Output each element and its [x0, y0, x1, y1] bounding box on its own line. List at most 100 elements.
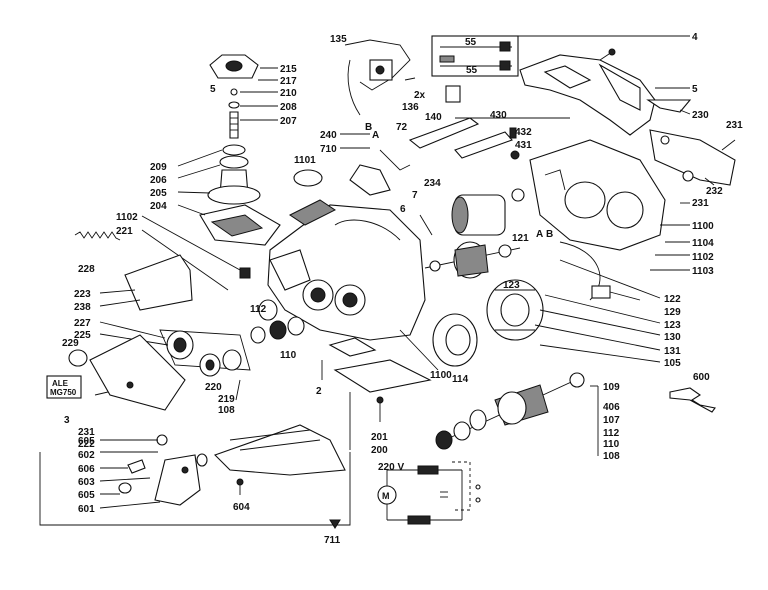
motor-symbol: M	[382, 491, 390, 501]
label-112-left: 112	[250, 304, 267, 315]
label-603: 603	[78, 477, 95, 488]
label-604: 604	[233, 502, 250, 513]
label-200: 200	[371, 445, 388, 456]
label-221: 221	[116, 226, 133, 237]
label-1100-center: 1100	[430, 370, 452, 381]
spring-228	[74, 231, 121, 241]
label-B-top: B	[365, 122, 372, 133]
label-131: 131	[664, 346, 681, 357]
label-123-right: 123	[664, 320, 681, 331]
label-108-left: 108	[218, 405, 235, 416]
label-204: 204	[150, 201, 167, 212]
label-600: 600	[693, 372, 710, 383]
label-A-mid: A	[536, 229, 543, 240]
ring-114	[432, 313, 478, 367]
label-205: 205	[150, 188, 167, 199]
label-140: 140	[425, 112, 442, 123]
label-234: 234	[424, 178, 441, 189]
knob-1101	[293, 169, 323, 187]
nameplate: ALE MG750	[46, 375, 82, 399]
label-129: 129	[664, 307, 681, 318]
nameplate-line1: ALE	[52, 379, 69, 388]
label-122: 122	[664, 294, 681, 305]
label-1100-right: 1100	[692, 221, 714, 232]
label-3: 3	[64, 415, 70, 426]
label-4: 4	[692, 32, 698, 43]
label-231-top: 231	[726, 120, 743, 131]
label-231-left: 231	[78, 427, 95, 438]
label-217: 217	[280, 76, 297, 87]
label-605-top: 605	[78, 436, 95, 447]
nameplate-line2: MG750	[50, 388, 77, 397]
label-136: 136	[402, 102, 419, 113]
label-72: 72	[396, 122, 408, 133]
handle-housing	[519, 48, 690, 136]
cover-plate-232	[649, 129, 736, 186]
label-123-left: 123	[503, 280, 520, 291]
label-114: 114	[452, 374, 469, 385]
label-107: 107	[603, 415, 620, 426]
label-1103: 1103	[692, 266, 714, 277]
label-5: 5	[692, 84, 698, 95]
label-55-top: 55	[465, 37, 477, 48]
label-238: 238	[74, 302, 91, 313]
label-605-bottom: 605	[78, 490, 95, 501]
label-215: 215	[280, 64, 297, 75]
wrench-600	[669, 387, 716, 413]
label-108-right: 108	[603, 451, 620, 462]
motor-housing	[529, 139, 690, 271]
rear-cover	[68, 334, 186, 411]
label-112-right: 112	[603, 428, 620, 439]
label-206: 206	[150, 175, 167, 186]
label-222: 222	[78, 439, 95, 450]
cable-bracket	[340, 133, 411, 196]
label-228: 228	[78, 264, 95, 275]
label-227: 227	[74, 318, 91, 329]
label-1101: 1101	[294, 155, 316, 166]
label-711: 711	[324, 535, 341, 546]
armature-upper	[424, 241, 521, 279]
label-B-mid: B	[546, 229, 553, 240]
label-2: 2	[316, 386, 322, 397]
label-223: 223	[74, 289, 91, 300]
lever-230	[646, 99, 692, 115]
label-225: 225	[74, 330, 91, 341]
label-6: 6	[400, 204, 406, 215]
label-55-bottom: 55	[466, 65, 478, 76]
label-601: 601	[78, 504, 95, 515]
bearings-left	[250, 299, 305, 344]
label-voltage: 220 V	[378, 462, 404, 473]
depth-knob-stack	[177, 54, 281, 246]
label-230: 230	[692, 110, 709, 121]
label-109: 109	[603, 382, 620, 393]
switch-wiring-inset	[431, 35, 690, 77]
label-710: 710	[320, 144, 337, 155]
planer-body	[239, 199, 439, 371]
wiring-schematic: M	[377, 461, 481, 525]
label-130: 130	[664, 332, 681, 343]
field-coil-234	[451, 188, 525, 236]
label-110-left: 110	[280, 350, 297, 361]
label-431: 431	[515, 140, 532, 151]
label-110-right: 110	[603, 439, 620, 450]
label-232: 232	[706, 186, 723, 197]
label-210: 210	[280, 88, 297, 99]
label-432: 432	[515, 127, 532, 138]
field-frame-105	[486, 279, 544, 341]
label-1102-right: 1102	[692, 252, 714, 263]
label-5-left: 5	[210, 84, 216, 95]
label-208: 208	[280, 102, 297, 113]
label-1104: 1104	[692, 238, 714, 249]
label-121: 121	[512, 233, 529, 244]
cover-223	[99, 254, 193, 311]
label-7: 7	[412, 190, 418, 201]
label-2x: 2x	[414, 90, 426, 101]
bracket-parts	[99, 434, 208, 509]
label-240: 240	[320, 130, 337, 141]
label-135: 135	[330, 34, 347, 45]
label-430: 430	[490, 110, 507, 121]
label-220: 220	[205, 382, 222, 393]
rails-430	[408, 117, 570, 160]
label-231-mid: 231	[692, 198, 709, 209]
